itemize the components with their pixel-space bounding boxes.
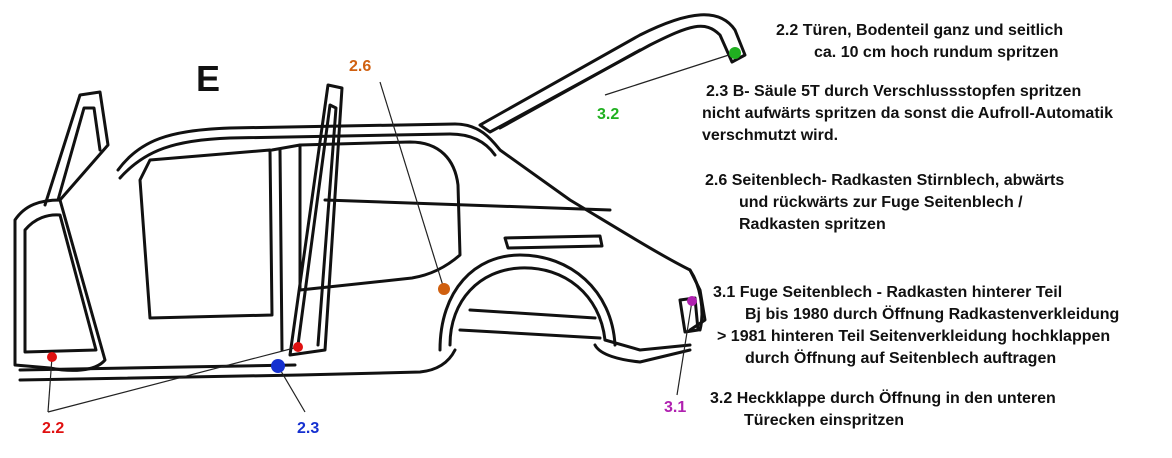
marker-dot-2-3 bbox=[271, 359, 285, 373]
note-2-6-line-3: Radkasten spritzen bbox=[739, 216, 886, 233]
leader-lines bbox=[47, 52, 736, 413]
note-3-2-line-2: Türecken einspritzen bbox=[744, 412, 905, 429]
note-3-1-line-1: 3.1 Fuge Seitenblech - Radkasten hintere… bbox=[713, 284, 1063, 301]
note-2-3: 2.3 B- Säule 5T durch Verschlussstopfen … bbox=[702, 81, 1113, 147]
note-3-1-line-4: durch Öffnung auf Seitenblech auftragen bbox=[745, 350, 1057, 367]
note-2-2-line-1: 2.2 Türen, Bodenteil ganz und seitlich bbox=[776, 22, 1064, 39]
note-2-2: 2.2 Türen, Bodenteil ganz und seitlich c… bbox=[776, 20, 1063, 64]
car-body-drawing bbox=[13, 13, 747, 382]
note-3-2-line-1: 3.2 Heckklappe durch Öffnung in den unte… bbox=[710, 390, 1056, 407]
marker-dot-3-1 bbox=[687, 296, 697, 306]
note-2-6: 2.6 Seitenblech- Radkasten Stirnblech, a… bbox=[705, 170, 1064, 236]
note-2-3-line-3: verschmutzt wird. bbox=[702, 127, 839, 144]
marker-dot-3-2 bbox=[729, 47, 741, 59]
marker-dot-2-2-sill bbox=[293, 342, 303, 352]
marker-label-3-2: 3.2 bbox=[597, 106, 620, 123]
marker-dot-2-6 bbox=[438, 283, 450, 295]
marker-label-2-6: 2.6 bbox=[349, 58, 372, 75]
note-3-1-line-2: Bj bis 1980 durch Öffnung Radkastenverkl… bbox=[745, 306, 1120, 323]
marker-label-3-1: 3.1 bbox=[664, 399, 687, 416]
note-2-2-line-2: ca. 10 cm hoch rundum spritzen bbox=[814, 44, 1059, 61]
marker-label-2-3: 2.3 bbox=[297, 420, 320, 437]
section-letter: E bbox=[196, 58, 221, 99]
marker-label-2-2: 2.2 bbox=[42, 420, 65, 437]
note-3-1-line-3: > 1981 hinteren Teil Seitenverkleidung h… bbox=[717, 328, 1111, 345]
marker-dots bbox=[47, 47, 741, 373]
note-3-2: 3.2 Heckklappe durch Öffnung in den unte… bbox=[710, 388, 1056, 432]
note-2-3-line-1: 2.3 B- Säule 5T durch Verschlussstopfen … bbox=[706, 83, 1082, 100]
note-2-6-line-1: 2.6 Seitenblech- Radkasten Stirnblech, a… bbox=[705, 172, 1065, 189]
note-2-3-line-2: nicht aufwärts spritzen da sonst die Auf… bbox=[702, 105, 1113, 122]
marker-dot-2-2-door bbox=[47, 352, 57, 362]
note-3-1: 3.1 Fuge Seitenblech - Radkasten hintere… bbox=[713, 282, 1119, 370]
note-2-6-line-2: und rückwärts zur Fuge Seitenblech / bbox=[739, 194, 1023, 211]
